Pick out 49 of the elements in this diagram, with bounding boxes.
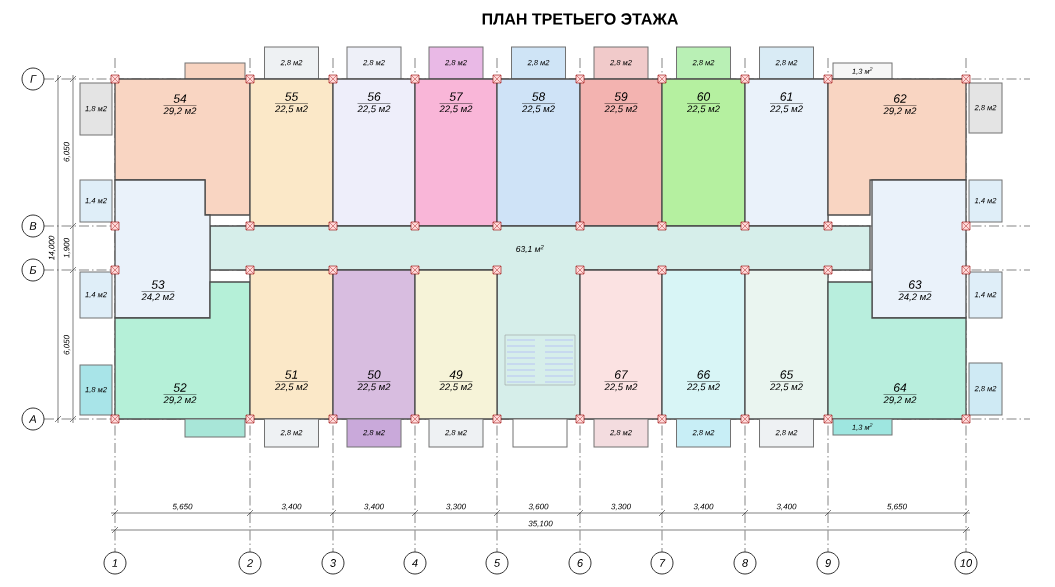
dimension-label: 3,400 [281,503,302,511]
dimension-label: 35,100 [528,520,553,528]
axis-bubble: 8 [733,551,757,575]
axis-bubble: 10 [954,551,978,575]
dimension-label: 3,600 [528,503,549,511]
balcony [184,418,246,438]
dimension-label: 1,900 [63,238,71,258]
axis-bubble: 6 [568,551,592,575]
apartment: 53 24,2 м2 [114,179,211,319]
apartment: 51 22,5 м2 [249,269,334,420]
dimension-label: 3,300 [611,503,631,511]
apartment: 67 22,5 м2 [579,269,663,420]
dimension-label: 6,050 [63,335,71,355]
apartment: 61 22,5 м2 [744,78,829,227]
apartment: 60 22,5 м2 [661,78,746,227]
axis-bubble: 1 [103,551,127,575]
title: ПЛАН ТРЕТЬЕГО ЭТАЖА [482,13,678,25]
apartment: 50 22,5 м2 [332,269,416,420]
axis-bubble: А [21,407,45,431]
axis-bubble: 4 [403,551,427,575]
dimension-label: 14,000 [48,235,56,261]
dimension-label: 3,300 [446,503,466,511]
apartment: 66 22,5 м2 [661,269,746,420]
dimension-label: 6,050 [63,142,71,162]
axis-bubble: 5 [485,551,509,575]
apartment: 62 29,2 м2 [827,78,967,216]
dimension-label: 3,400 [693,503,714,511]
apartment: 63 24,2 м2 [871,179,967,319]
balcony [184,62,246,80]
axis-bubble: Б [21,258,45,282]
apartment: 59 22,5 м2 [579,78,663,227]
axis-bubble: 7 [650,551,674,575]
apartment: 58 22,5 м2 [496,78,581,227]
apartment: 54 29,2 м2 [114,78,251,216]
axis-bubble: В [21,214,45,238]
dimension-label: 5,650 [172,503,193,511]
apartment: 65 22,5 м2 [744,269,829,420]
entrance-box [512,418,568,448]
apartment: 57 22,5 м2 [414,78,498,227]
apartment: 56 22,5 м2 [332,78,416,227]
apartment: 55 22,5 м2 [249,78,334,227]
apartment: 49 22,5 м2 [414,269,498,420]
dimension-label: 3,400 [776,503,797,511]
axis-bubble: Г [21,67,45,91]
axis-bubble: 3 [321,551,345,575]
axis-bubble: 9 [816,551,840,575]
axis-bubble: 2 [238,551,262,575]
dimension-label: 3,400 [364,503,384,511]
dimension-label: 5,650 [887,503,907,511]
